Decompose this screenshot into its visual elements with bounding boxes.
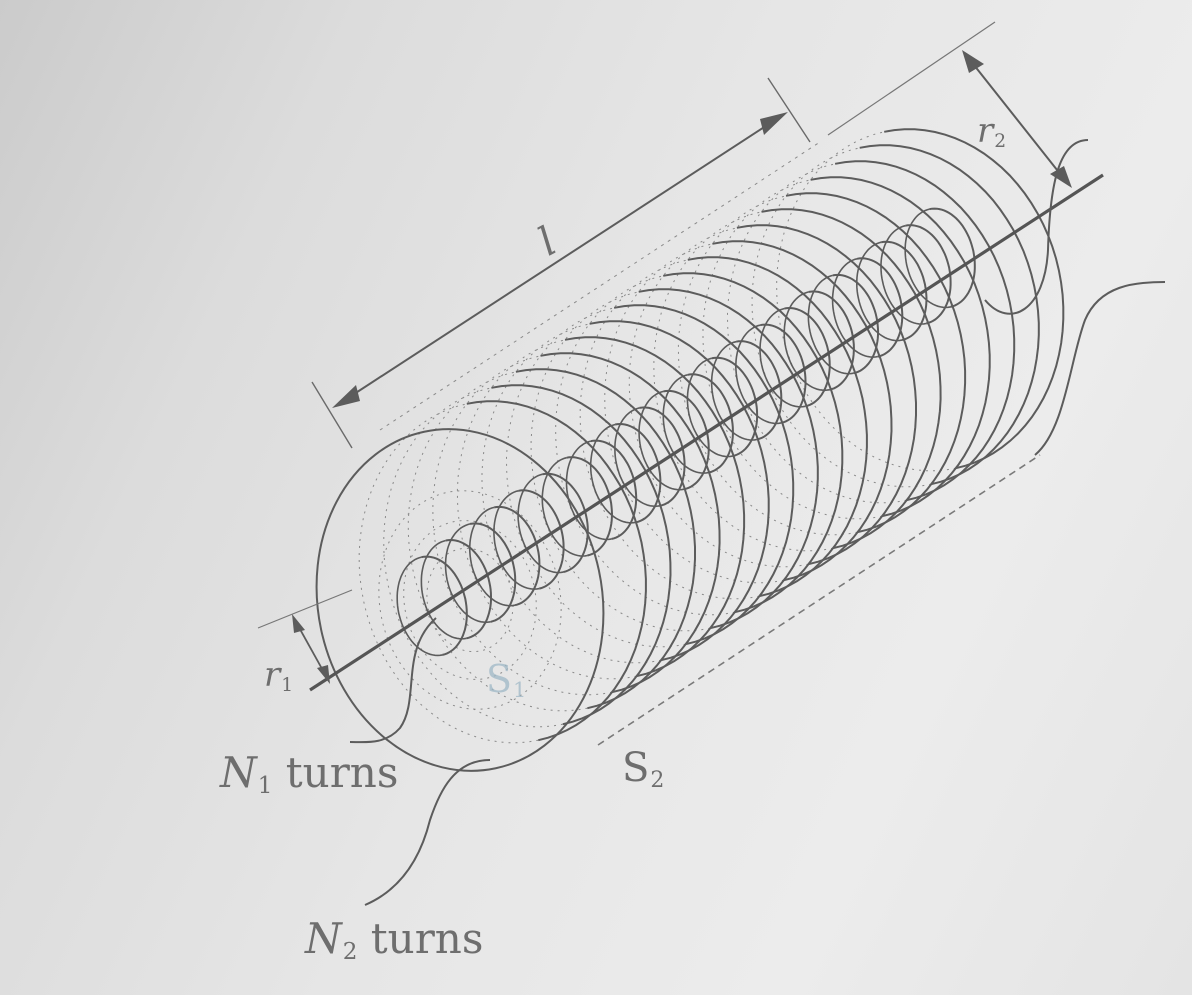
length-dimension-line — [347, 121, 773, 399]
r2-dimension-line — [969, 59, 1066, 181]
length-arrowhead-left — [332, 385, 360, 408]
inner-coil-turn — [614, 422, 662, 524]
inner-coil-turn-back — [396, 556, 443, 657]
s1-label: S1 — [486, 660, 526, 701]
n2-turns-label: N2 turns — [305, 918, 483, 964]
inner-coil-turn — [784, 306, 831, 408]
inner-coil-turn-back — [662, 374, 709, 474]
inner-coil-turn-back — [614, 407, 661, 508]
inner-coil-turn-back — [807, 274, 854, 375]
r2-label-sub: 2 — [994, 130, 1007, 152]
solenoid-axis — [309, 173, 1104, 692]
outer-coil-exit-wire — [1034, 281, 1166, 456]
inner-coil-turn-back — [783, 291, 830, 392]
s1-label-main: S — [486, 657, 513, 701]
inner-coil-turn — [566, 456, 614, 557]
inner-coil-turn-back — [759, 307, 806, 408]
inner-coil-turn-back — [710, 340, 758, 441]
inner-coil-turn-back — [444, 523, 491, 624]
inner-coil-exit-wire — [984, 139, 1089, 315]
inner-coil-turn — [856, 257, 904, 358]
inner-coil-turn — [832, 273, 880, 375]
inner-coil-turn — [494, 505, 541, 607]
inner-coil-turn-back — [565, 440, 612, 541]
r2-arrowhead-top — [962, 50, 984, 73]
n1-turns-label: N1 turns — [220, 752, 398, 798]
inner-coil-turn-back — [638, 390, 685, 491]
inner-coil-turn — [881, 240, 928, 342]
r2-label-main: r — [977, 111, 994, 151]
r1-label-sub: 1 — [281, 674, 294, 696]
r1-arrowhead-bottom — [317, 665, 330, 684]
inner-coil-turn-back — [493, 490, 540, 590]
end-face-dotted-circle — [378, 490, 562, 710]
inner-coil-turn-back — [589, 423, 637, 524]
r1-extension-line — [257, 589, 353, 629]
inner-coil-front-arcs — [421, 207, 976, 656]
r2-label: r2 — [977, 114, 1006, 151]
inner-coil-turn — [639, 406, 686, 507]
n1-label-sub: 1 — [257, 772, 273, 799]
inner-coil-turn-back — [420, 539, 467, 640]
inner-coil-turn — [808, 290, 855, 391]
inner-coil-turn-back — [541, 456, 588, 557]
inner-coil-turn — [445, 538, 492, 640]
end-face-dotted-circle — [426, 547, 514, 653]
r2-extension-line — [827, 21, 996, 136]
outer-coil-turn — [884, 128, 1065, 470]
n2-label-suffix: turns — [357, 914, 484, 963]
inner-coil-turn — [590, 439, 638, 540]
n2-lead-wire — [364, 759, 491, 906]
inner-coil-turn — [518, 489, 565, 590]
inner-coil-turn — [905, 224, 952, 325]
inner-coil-turn-back — [468, 506, 516, 607]
n1-label-suffix: turns — [272, 748, 399, 797]
inner-coil-turn — [929, 207, 976, 308]
outer-end-face-s2 — [315, 428, 605, 772]
inner-coil-turn-back — [734, 324, 782, 425]
r1-label: r1 — [264, 658, 293, 695]
length-extension-right — [767, 77, 811, 143]
inner-coil-turn-back — [904, 208, 951, 309]
s2-label-main: S — [622, 745, 650, 791]
inner-coil-turn — [469, 522, 517, 623]
s2-label: S2 — [622, 748, 664, 792]
r1-arrowhead-top — [292, 614, 305, 633]
r1-label-main: r — [264, 655, 281, 695]
n2-label-main: N — [305, 914, 342, 963]
s2-label-sub: 2 — [650, 767, 665, 793]
s1-label-sub: 1 — [513, 678, 527, 703]
inner-coil-turn — [542, 472, 589, 574]
inner-coil-turn-back — [880, 224, 927, 325]
outer-coil-front-arcs — [466, 128, 1065, 742]
length-extension-left — [311, 381, 353, 449]
n1-label-main: N — [220, 748, 257, 797]
inner-coil-turn-back — [517, 473, 564, 574]
inner-coil-turn — [760, 323, 807, 424]
outer-solenoid-side-top — [379, 141, 821, 431]
length-arrowhead-right — [760, 112, 788, 135]
outer-coil-turn — [859, 144, 1040, 486]
outer-solenoid-side-bottom — [597, 454, 1041, 746]
inner-coil-hidden-arcs — [396, 208, 951, 657]
inner-coil-turn-back — [856, 241, 903, 342]
r2-arrowhead-bottom — [1050, 166, 1072, 188]
n1-lead-wire — [349, 617, 437, 744]
inner-coil-turn-back — [831, 258, 878, 358]
n2-label-sub: 2 — [342, 938, 358, 965]
inner-coil-turn-back — [686, 357, 733, 458]
inner-coil-turn — [421, 555, 468, 656]
